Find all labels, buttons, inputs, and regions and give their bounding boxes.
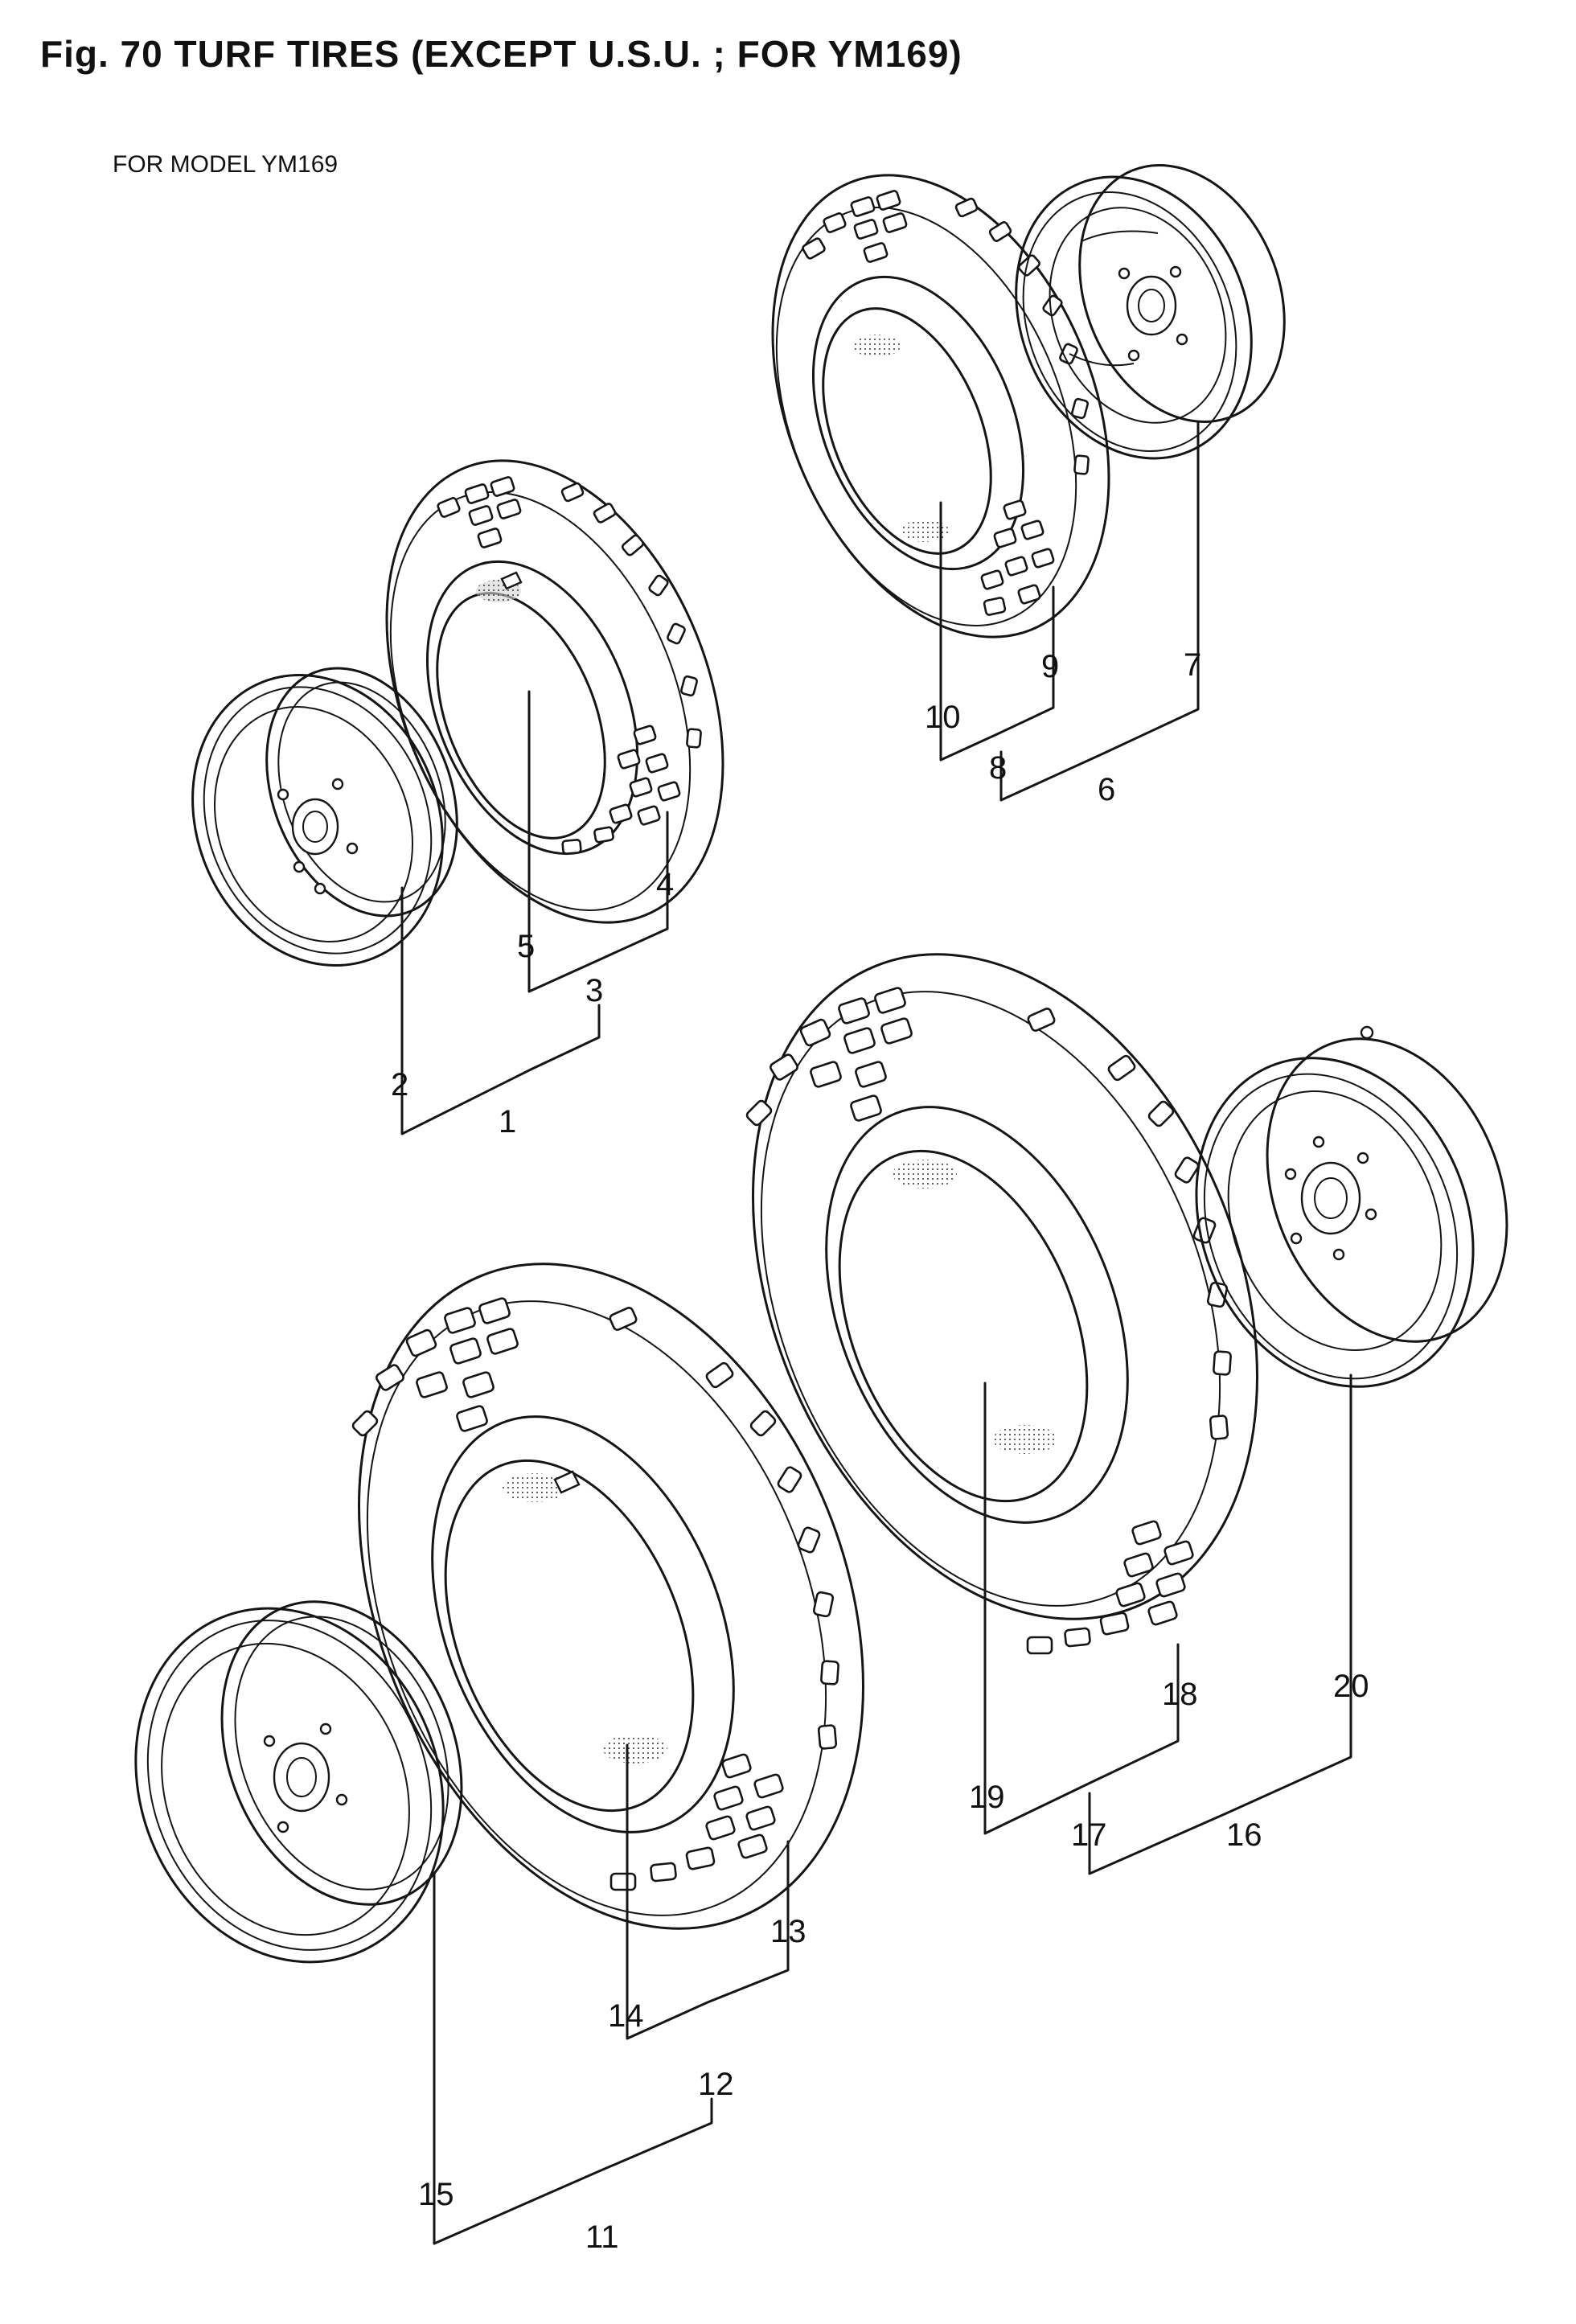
callout-15: 15 bbox=[418, 2177, 454, 2212]
rim-top-left bbox=[191, 667, 458, 967]
tire-bottom-right bbox=[745, 953, 1258, 1655]
callout-20: 20 bbox=[1333, 1669, 1369, 1704]
callout-17: 17 bbox=[1071, 1817, 1107, 1853]
rim-bottom-left bbox=[134, 1600, 463, 1964]
callout-13: 13 bbox=[770, 1914, 806, 1949]
callout-5: 5 bbox=[517, 929, 535, 964]
callout-10: 10 bbox=[925, 700, 961, 735]
figure-title: Fig. 70 TURF TIRES (EXCEPT U.S.U. ; FOR … bbox=[40, 33, 962, 75]
callout-12: 12 bbox=[698, 2067, 734, 2102]
callout-16: 16 bbox=[1226, 1817, 1262, 1853]
callout-2: 2 bbox=[391, 1067, 408, 1102]
rim-bottom-right bbox=[1195, 1025, 1508, 1388]
rim-top-right bbox=[1015, 164, 1286, 460]
leader-lines bbox=[400, 421, 1352, 2245]
callout-8: 8 bbox=[989, 750, 1007, 786]
callout-3: 3 bbox=[585, 973, 603, 1008]
tire-top-right bbox=[771, 174, 1110, 638]
figure-subtitle: FOR MODEL YM169 bbox=[113, 151, 339, 178]
callout-7: 7 bbox=[1184, 647, 1201, 683]
callout-11: 11 bbox=[585, 2219, 619, 2255]
callout-19: 19 bbox=[969, 1780, 1005, 1815]
callout-labels: 1 2 3 4 5 6 7 8 9 10 11 12 13 14 15 16 1… bbox=[391, 647, 1369, 2255]
callout-14: 14 bbox=[608, 1998, 644, 2034]
callout-1: 1 bbox=[499, 1104, 516, 1139]
callout-6: 6 bbox=[1098, 772, 1115, 807]
callout-18: 18 bbox=[1162, 1677, 1198, 1712]
tire-top-left bbox=[385, 459, 724, 924]
callout-4: 4 bbox=[656, 867, 674, 902]
tire-bottom-left bbox=[351, 1263, 864, 1930]
callout-9: 9 bbox=[1041, 649, 1059, 684]
